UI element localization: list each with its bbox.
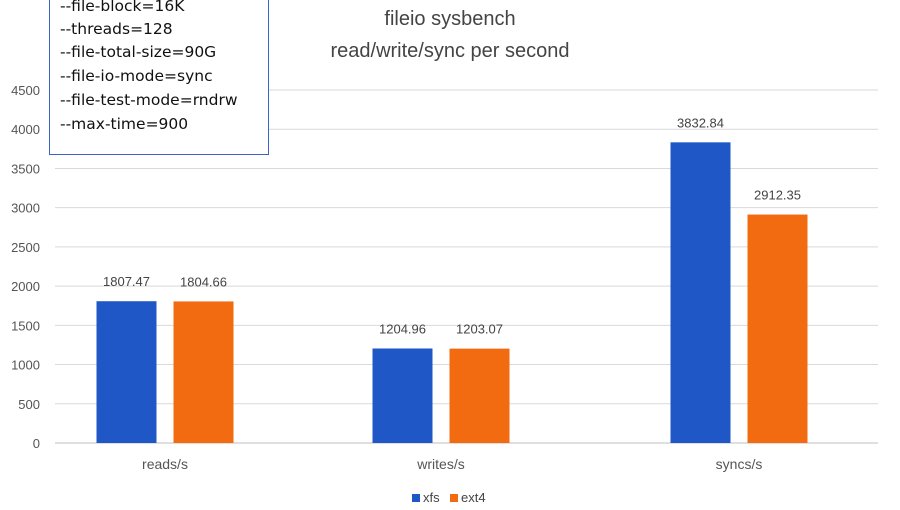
legend-swatch-xfs	[412, 494, 420, 502]
data-label: 1804.66	[180, 274, 227, 289]
y-tick-label: 1500	[11, 318, 40, 333]
bars	[96, 142, 808, 443]
param-file-block: --file-block=16K	[60, 0, 185, 15]
param-file-total-size: --file-total-size=90G	[60, 43, 217, 61]
data-label: 1203.07	[456, 322, 503, 337]
x-axis-categories: reads/s writes/s syncs/s	[142, 456, 762, 472]
y-tick-label: 500	[18, 397, 40, 412]
parameters-box: --file-block=16K --threads=128 --file-to…	[49, 0, 269, 155]
legend: xfs ext4	[412, 490, 486, 505]
data-label: 3832.84	[677, 115, 724, 130]
chart-subtitle: read/write/sync per second	[330, 40, 569, 62]
data-labels: 1807.47 1804.66 1204.96 1203.07 3832.84 2912.…	[103, 115, 801, 336]
bar-xfs	[670, 142, 731, 443]
bar-ext4	[449, 348, 510, 443]
y-tick-label: 0	[33, 436, 40, 451]
data-label: 1807.47	[103, 274, 150, 289]
y-tick-label: 4000	[11, 122, 40, 137]
category-label: reads/s	[142, 456, 188, 472]
legend-swatch-ext4	[450, 494, 458, 502]
legend-label-ext4: ext4	[461, 490, 486, 505]
bar-xfs	[372, 348, 433, 443]
param-file-test-mode: --file-test-mode=rndrw	[60, 91, 238, 109]
legend-label-xfs: xfs	[423, 490, 440, 505]
data-label: 2912.35	[754, 188, 801, 203]
y-axis-ticks: 0 500 1000 1500 2000 2500 3000 3500 4000 4500	[11, 83, 40, 451]
y-tick-label: 3500	[11, 161, 40, 176]
param-threads: --threads=128	[60, 20, 173, 38]
data-label: 1204.96	[379, 321, 426, 336]
bar-ext4	[747, 214, 808, 443]
category-label: writes/s	[416, 456, 464, 472]
y-tick-label: 3000	[11, 201, 40, 216]
y-tick-label: 2500	[11, 240, 40, 255]
y-tick-label: 1000	[11, 358, 40, 373]
bar-xfs	[96, 301, 157, 443]
category-label: syncs/s	[716, 456, 763, 472]
param-max-time: --max-time=900	[60, 115, 189, 133]
chart-title: fileio sysbench	[384, 8, 515, 30]
y-tick-label: 4500	[11, 83, 40, 98]
y-tick-label: 2000	[11, 279, 40, 294]
param-file-io-mode: --file-io-mode=sync	[60, 67, 213, 85]
bar-ext4	[173, 301, 234, 443]
